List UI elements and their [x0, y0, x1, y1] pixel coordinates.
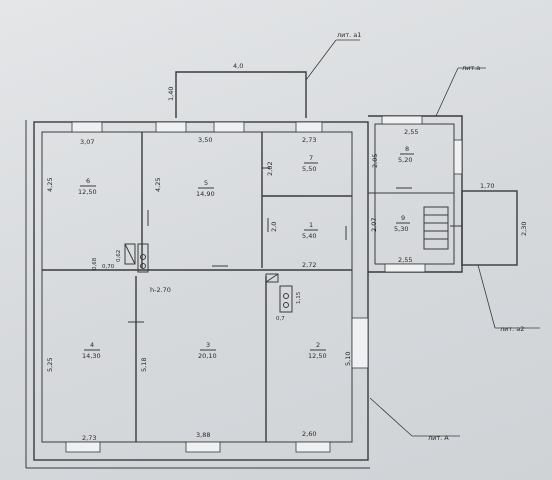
room-3: 3 20,10	[198, 341, 217, 360]
svg-text:3: 3	[206, 341, 210, 349]
dim-5-10: 5,10	[344, 352, 352, 366]
room-8: 8 5,20	[398, 145, 414, 164]
svg-text:14,90: 14,90	[196, 190, 215, 198]
dim-2-60: 2,60	[302, 430, 316, 438]
dim-3-07: 3,07	[80, 138, 94, 146]
label-lit-a1: лит. а1	[337, 31, 361, 39]
leader-a2	[477, 264, 496, 329]
leader-a	[435, 67, 459, 117]
room-1: 1 5,40	[302, 221, 318, 240]
dim-0-62: 0,62	[116, 250, 122, 262]
dim-5-18: 5,18	[140, 358, 148, 372]
label-lit-a: лит.а	[462, 64, 480, 72]
svg-text:12,50: 12,50	[78, 188, 97, 196]
svg-text:14,30: 14,30	[82, 352, 101, 360]
dim-3-50: 3,50	[198, 136, 212, 144]
main-house-outer-wall	[33, 121, 369, 461]
dim-0-70: 0,70	[102, 264, 115, 270]
svg-text:7: 7	[309, 154, 313, 162]
dim-h-2-70: h-2.70	[150, 286, 171, 294]
svg-text:8: 8	[405, 145, 409, 153]
room-6: 6 12,50	[78, 177, 97, 196]
leader-A	[369, 397, 413, 437]
svg-text:5,30: 5,30	[394, 225, 408, 233]
dim-2-02: 2,02	[266, 162, 274, 176]
stove-block-3	[265, 273, 279, 283]
dim-0-7: 0,7	[276, 316, 285, 322]
label-lit-A: лит. А	[428, 434, 449, 442]
svg-text:2: 2	[316, 341, 320, 349]
room-4: 4 14,30	[82, 341, 101, 360]
vestibule-a1-outline	[175, 71, 307, 118]
svg-text:1: 1	[309, 221, 313, 229]
dim-2-30: 2,30	[520, 222, 528, 236]
dim-1-15: 1,15	[296, 291, 302, 304]
svg-text:20,10: 20,10	[198, 352, 217, 360]
dim-2-73-bot: 2,73	[82, 434, 96, 442]
svg-text:5,50: 5,50	[302, 165, 316, 173]
svg-text:4: 4	[90, 341, 94, 349]
dim-2-55-bot: 2,55	[398, 256, 412, 264]
dim-0-68: 0,68	[92, 257, 98, 270]
windows	[65, 115, 463, 453]
dim-2-72: 2,72	[302, 261, 316, 269]
label-lit-a2: лит. а2	[500, 325, 524, 333]
room-7: 7 5,50	[302, 154, 318, 173]
room-2: 2 12,50	[308, 341, 327, 360]
dim-2-73-top: 2,73	[302, 136, 316, 144]
annex-inner	[374, 123, 455, 265]
stove-block-4	[279, 285, 293, 313]
room-5: 5 14,90	[196, 179, 215, 198]
svg-text:5: 5	[204, 179, 208, 187]
door-marks	[128, 167, 462, 323]
stairs	[423, 206, 449, 250]
dim-5-25: 5,25	[46, 358, 54, 372]
dim-top-4-0: 4,0	[233, 62, 243, 70]
svg-text:5,20: 5,20	[398, 156, 412, 164]
stove-block-2	[137, 243, 149, 273]
dim-2-0: 2,0	[270, 222, 278, 232]
dim-1-40: 1,40	[167, 87, 175, 101]
svg-text:5,40: 5,40	[302, 232, 316, 240]
dim-2-05: 2,05	[371, 154, 379, 168]
dim-2-55-top: 2,55	[404, 128, 418, 136]
dim-4-25-mid: 4,25	[154, 178, 162, 192]
svg-text:6: 6	[86, 177, 90, 185]
dim-1-70: 1,70	[480, 182, 494, 190]
dim-2-07: 2,07	[370, 218, 378, 232]
stove-block-1	[124, 243, 136, 265]
svg-text:9: 9	[401, 214, 405, 222]
room-9: 9 5,30	[394, 214, 410, 233]
dim-4-25-left: 4,25	[46, 178, 54, 192]
leader-a1	[305, 39, 337, 81]
porch-a2-outline	[461, 190, 518, 266]
dim-3-88: 3,88	[196, 431, 210, 439]
svg-text:12,50: 12,50	[308, 352, 327, 360]
